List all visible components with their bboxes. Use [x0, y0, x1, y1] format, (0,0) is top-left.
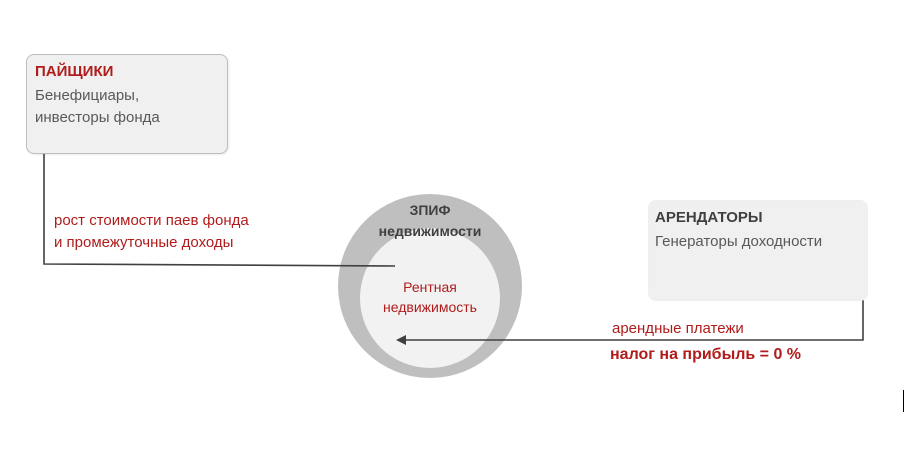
- tax-label: налог на прибыль = 0 %: [610, 346, 802, 363]
- shareholders-line-1: Бенефициары,: [35, 87, 140, 104]
- growth-label: рост стоимости паев фонда и промежуточны…: [54, 210, 249, 254]
- realty-label: Рентная недвижимость: [360, 277, 500, 317]
- shareholders-box: ПАЙЩИКИ Бенефициары, инвесторы фонда: [26, 54, 228, 154]
- shareholders-title: ПАЙЩИКИ: [35, 63, 114, 80]
- fund-label-line-2: недвижимости: [378, 223, 482, 239]
- tenants-box: АРЕНДАТОРЫ Генераторы доходности: [648, 200, 868, 301]
- fund-label: ЗПИФ недвижимости: [360, 200, 500, 242]
- growth-label-line-2: и промежуточные доходы: [54, 234, 234, 251]
- growth-arrow: [39, 136, 396, 267]
- realty-label-line-2: недвижимость: [383, 299, 477, 315]
- shareholders-description: Бенефициары, инвесторы фонда: [35, 85, 160, 129]
- rent-payments-label: арендные платежи: [612, 320, 744, 337]
- growth-label-line-1: рост стоимости паев фонда: [54, 212, 249, 229]
- realty-inner-circle: [360, 228, 500, 368]
- fund-label-line-1: ЗПИФ: [409, 202, 451, 218]
- realty-label-line-1: Рентная: [403, 279, 457, 295]
- shareholders-line-2: инвесторы фонда: [35, 109, 160, 126]
- text-cursor: [903, 390, 904, 412]
- tenants-description: Генераторы доходности: [655, 233, 823, 250]
- tenants-title: АРЕНДАТОРЫ: [655, 209, 763, 226]
